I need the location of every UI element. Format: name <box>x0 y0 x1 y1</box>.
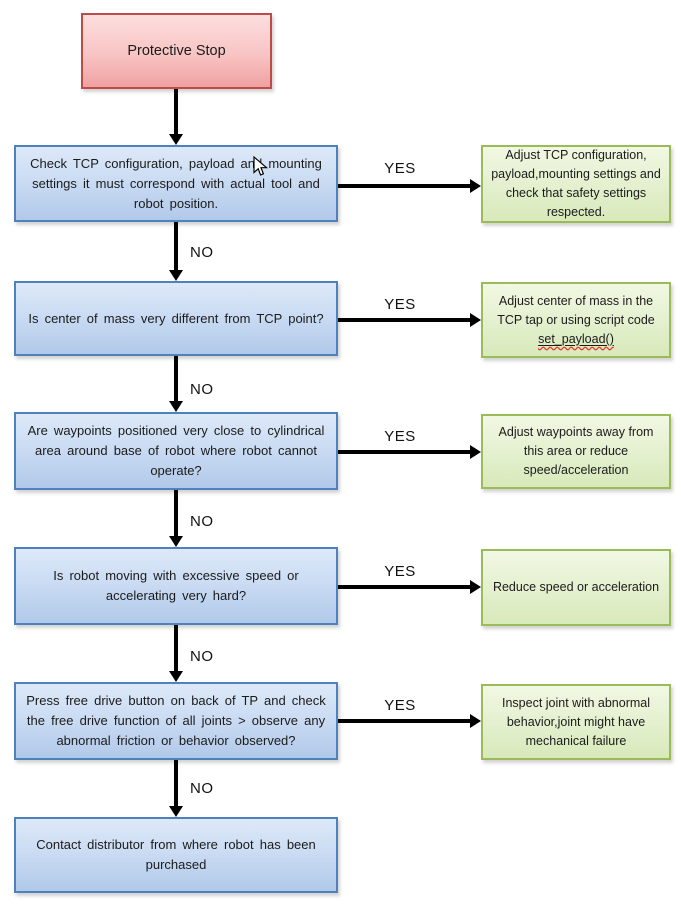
action-3-text: Adjust waypoints away from this area or … <box>498 425 654 477</box>
yes-label-4: YES <box>384 563 416 580</box>
action-box-5: Inspect joint with abnormal behavior,joi… <box>481 684 671 760</box>
question-2-text: Is center of mass very different from TC… <box>28 310 324 326</box>
question-5-text: Press free drive button on back of TP an… <box>26 693 326 748</box>
action-box-2: Adjust center of mass in the TCP tap or … <box>481 282 671 358</box>
action-2-code: set_payload() <box>538 331 614 346</box>
question-box-3: Are waypoints positioned very close to c… <box>14 412 338 490</box>
action-1-text: Adjust TCP configuration, payload,mounti… <box>491 148 661 219</box>
action-box-4: Reduce speed or acceleration <box>481 549 671 626</box>
yes-label-3: YES <box>384 428 416 445</box>
question-box-5: Press free drive button on back of TP an… <box>14 682 338 760</box>
final-box-text: Contact distributor from where robot has… <box>36 837 316 872</box>
yes-label-5: YES <box>384 697 416 714</box>
question-1-text: Check TCP configuration, payload and mou… <box>30 155 322 211</box>
question-4-text: Is robot moving with excessive speed or … <box>53 568 299 603</box>
mouse-cursor-icon <box>253 156 268 176</box>
no-label-1: NO <box>190 244 214 261</box>
action-5-text: Inspect joint with abnormal behavior,joi… <box>502 695 650 748</box>
yes-label-1: YES <box>384 160 416 177</box>
no-label-4: NO <box>190 648 214 665</box>
yes-label-2: YES <box>384 296 416 313</box>
no-label-3: NO <box>190 513 214 530</box>
start-box-label: Protective Stop <box>127 43 226 59</box>
action-4-text: Reduce speed or acceleration <box>492 580 660 594</box>
start-box-protective-stop: Protective Stop <box>81 13 272 89</box>
question-box-2: Is center of mass very different from TC… <box>14 281 338 356</box>
question-box-1: Check TCP configuration, payload and mou… <box>14 145 338 222</box>
action-box-3: Adjust waypoints away from this area or … <box>481 414 671 489</box>
question-3-text: Are waypoints positioned very close to c… <box>27 423 325 478</box>
question-box-4: Is robot moving with excessive speed or … <box>14 547 338 625</box>
action-box-1: Adjust TCP configuration, payload,mounti… <box>481 145 671 223</box>
action-2-text: Adjust center of mass in the TCP tap or … <box>497 293 655 346</box>
no-label-2: NO <box>190 381 214 398</box>
final-box: Contact distributor from where robot has… <box>14 817 338 893</box>
no-label-5: NO <box>190 780 214 797</box>
